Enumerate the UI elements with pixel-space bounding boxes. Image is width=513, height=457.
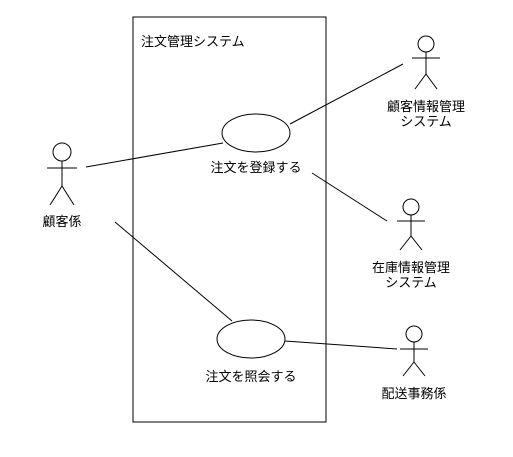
association-register-customer-info-system <box>289 63 404 125</box>
actor-inventory-info-system-label-line2: システム <box>385 276 437 291</box>
association-register-inventory-system <box>311 172 388 222</box>
system-title: 注文管理システム <box>141 35 245 50</box>
actor-customer-clerk-label: 顧客係 <box>42 214 81 230</box>
use-case-inquire-order-label: 注文を照会する <box>205 370 296 385</box>
system-boundary <box>132 16 327 423</box>
actor-customer-clerk-head <box>52 142 72 162</box>
actor-inventory-info-system-label-line1: 在庫情報管理 <box>372 261 450 276</box>
use-case-inquire-order[interactable] <box>216 319 286 359</box>
actor-delivery-clerk-head <box>405 325 423 343</box>
actor-delivery-clerk-label: 配送事務係 <box>381 387 446 402</box>
association-inquire-delivery <box>284 340 398 350</box>
actor-customer-clerk[interactable] <box>47 142 77 206</box>
use-case-register-order-label: 注文を登録する <box>210 161 301 176</box>
actor-customer-info-system-head <box>417 35 435 53</box>
actor-inventory-info-system-head <box>402 198 420 216</box>
actor-delivery-clerk[interactable] <box>400 325 428 377</box>
use-case-register-order[interactable] <box>221 113 291 153</box>
actor-customer-info-system-label-line1: 顧客情報管理 <box>387 99 465 115</box>
actor-customer-info-system-label-line2: システム <box>400 115 452 130</box>
actor-customer-info-system[interactable] <box>412 35 440 90</box>
association-customer-inquire <box>114 221 233 322</box>
actor-inventory-info-system[interactable] <box>397 198 425 251</box>
association-customer-register <box>85 142 224 168</box>
